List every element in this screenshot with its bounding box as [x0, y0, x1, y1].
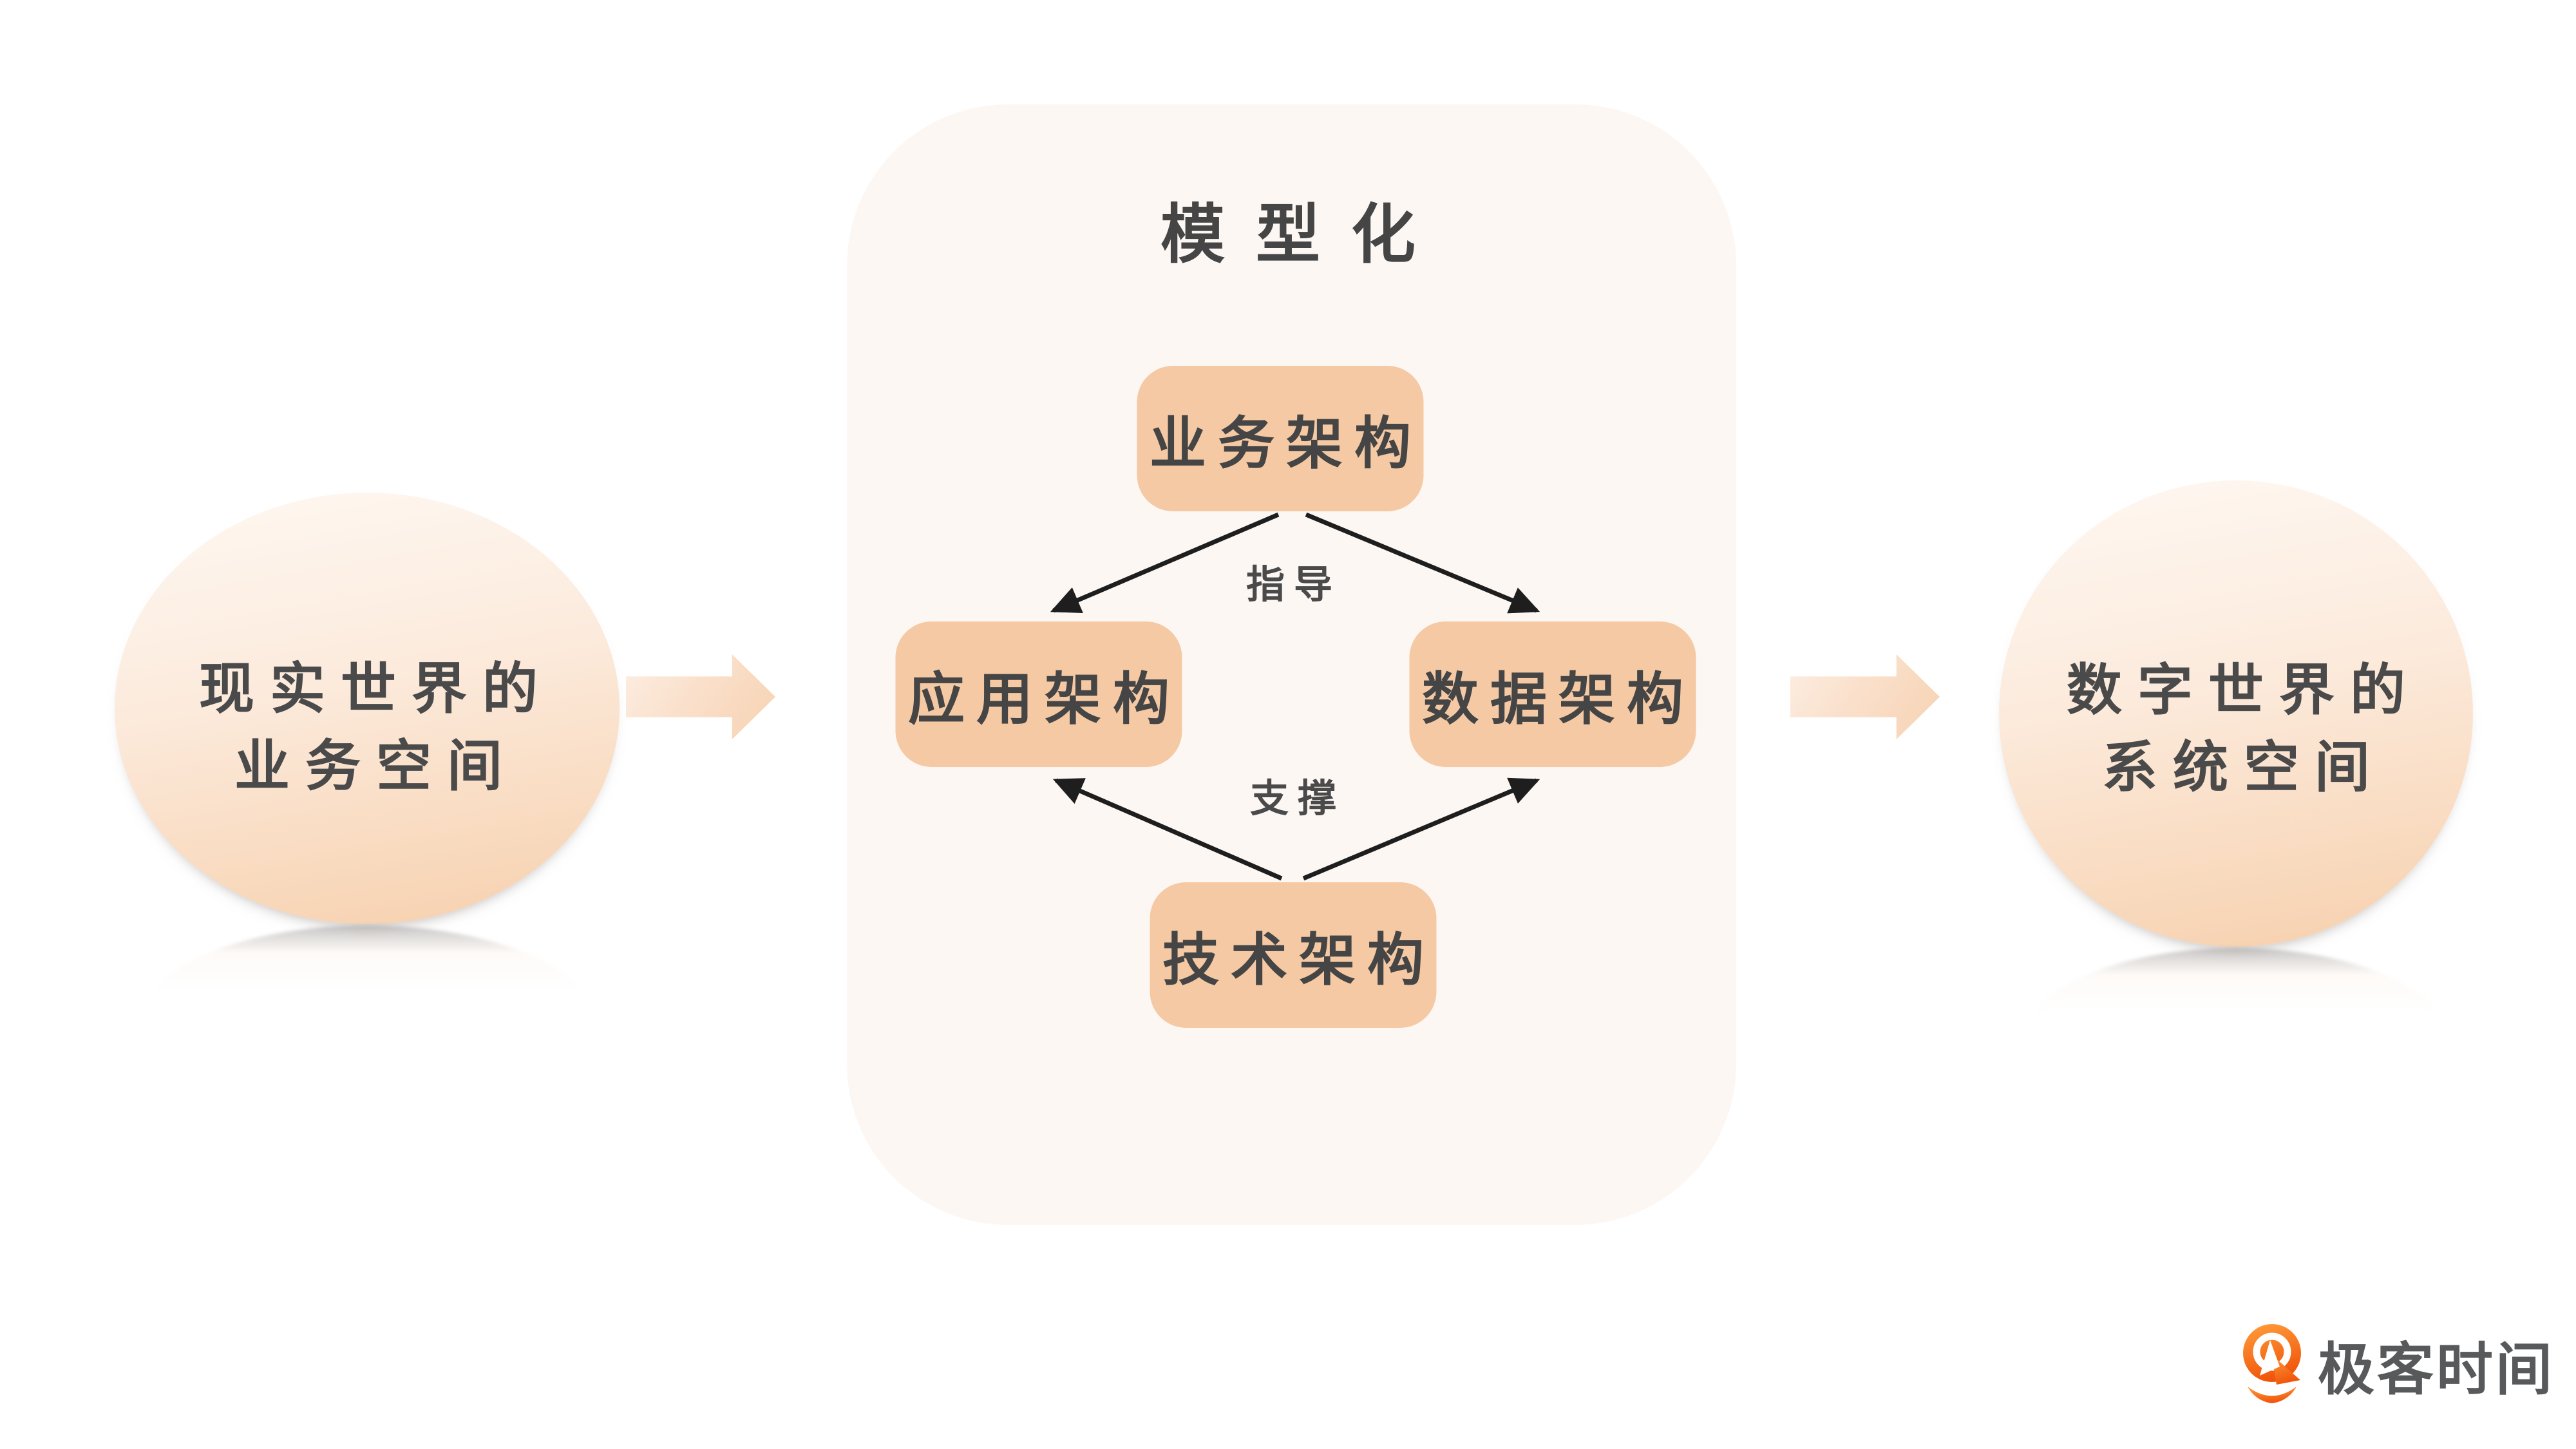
node-business-architecture: 业务架构 [1137, 366, 1424, 511]
geektime-logo-icon [2243, 1324, 2301, 1403]
right-circle-label-line2: 系统空间 [2102, 737, 2385, 799]
node-technology-architecture: 技术架构 [1150, 882, 1437, 1028]
geektime-logo: 极客时间 [2243, 1323, 2555, 1406]
node-application-architecture: 应用架构 [895, 621, 1182, 767]
logo-ring-tail [2271, 1354, 2300, 1385]
logo-swoosh [2248, 1387, 2297, 1403]
left-space-circle [115, 493, 620, 924]
edge-label-support: 支撑 [1250, 777, 1345, 820]
geektime-logo-text: 极客时间 [2318, 1337, 2555, 1401]
edge-technology-to-application [1052, 778, 1283, 881]
left-circle-label: 现实世界的 业务空间 [184, 650, 553, 805]
right-circle-label: 数字世界的 系统空间 [2051, 652, 2421, 806]
edge-business-to-data [1305, 512, 1540, 614]
right-space-circle [1999, 480, 2473, 947]
edge-label-guide: 指导 [1246, 563, 1341, 607]
panel-title: 模型化 [1160, 198, 1446, 271]
left-circle-label-line1: 现实世界的 [199, 658, 553, 720]
edge-technology-to-data [1302, 777, 1540, 881]
left-circle-label-line2: 业务空间 [234, 735, 518, 797]
logo-hand [2260, 1340, 2280, 1376]
right-circle-label-line1: 数字世界的 [2067, 659, 2421, 721]
node-data-architecture: 数据架构 [1409, 621, 1696, 767]
edge-business-to-application [1050, 512, 1280, 614]
